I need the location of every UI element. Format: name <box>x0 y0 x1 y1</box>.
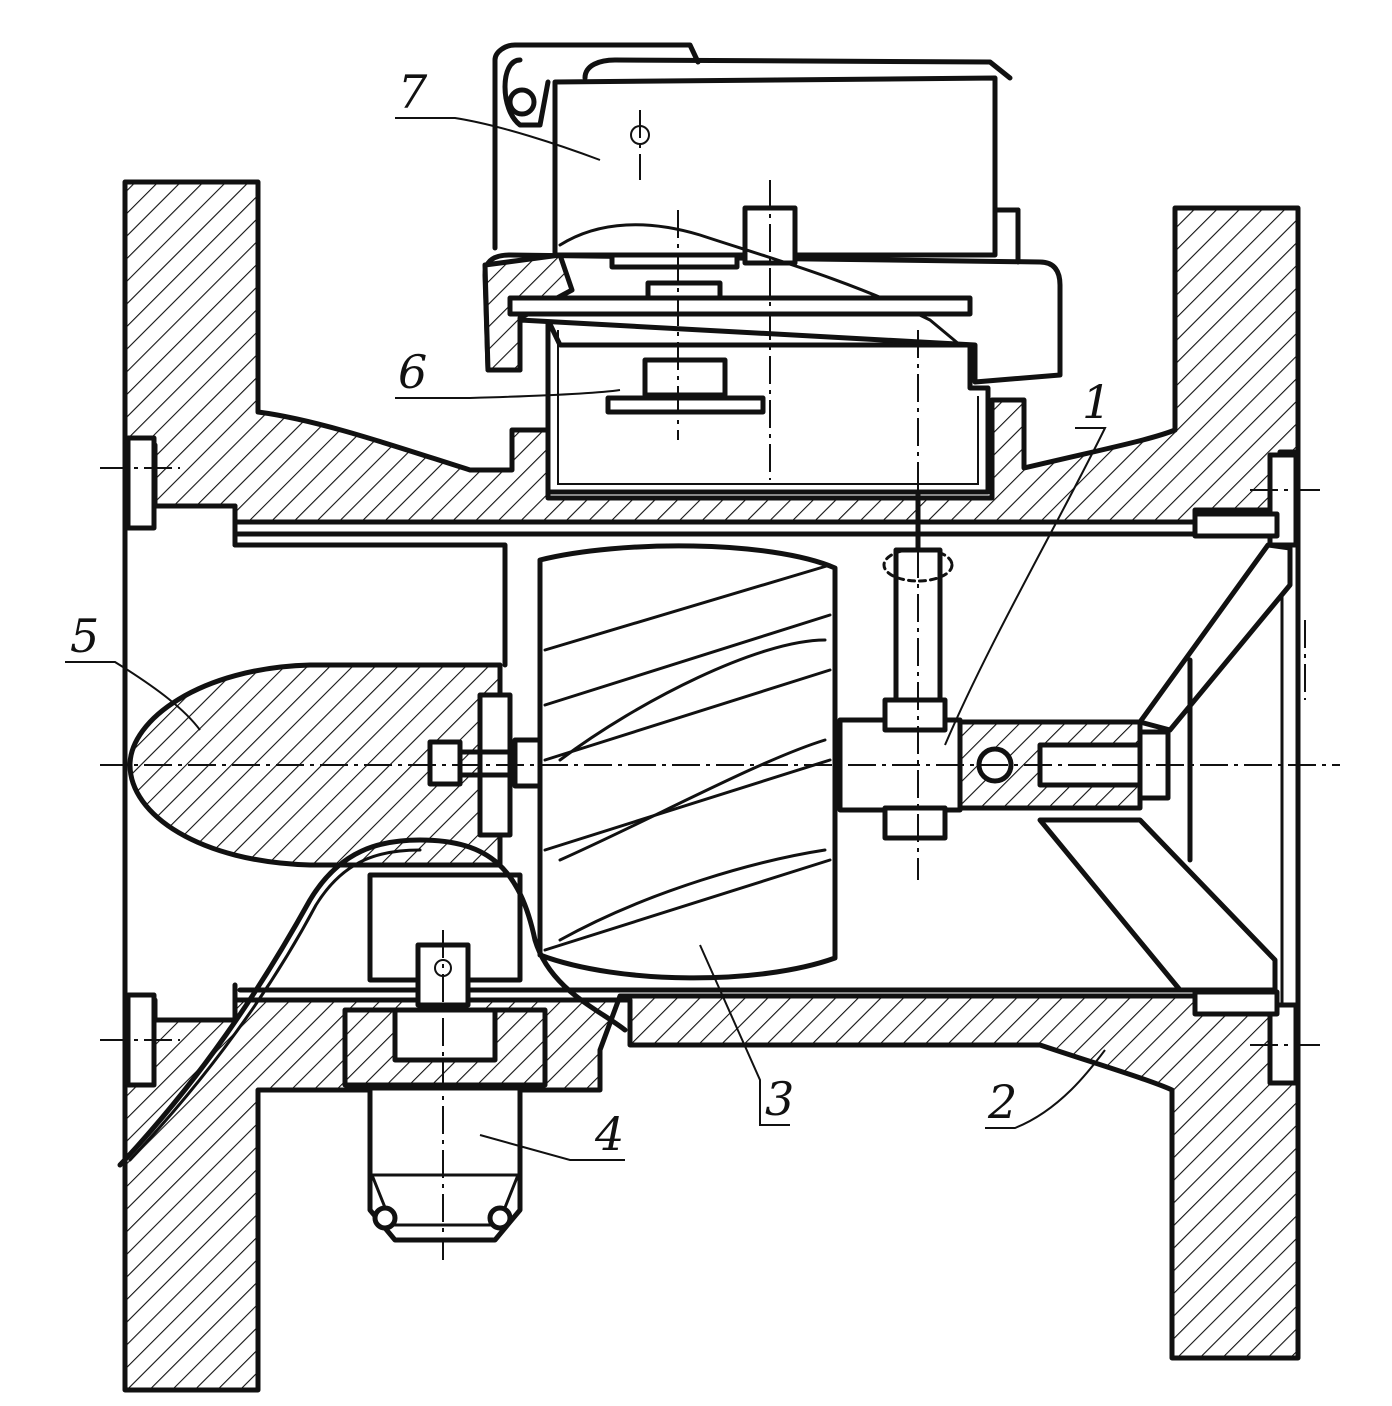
leader-1 <box>944 427 1107 746</box>
hinge-pin <box>507 87 537 117</box>
leader-6 <box>395 389 621 399</box>
callout-1: 1 <box>1082 375 1111 429</box>
impeller-drum <box>537 543 838 981</box>
left-flange-upper <box>122 179 1301 525</box>
blade-1 <box>543 563 832 652</box>
sensor-screw-right <box>487 1205 513 1231</box>
leader-4 <box>479 1134 625 1161</box>
sensor-cable <box>117 837 628 1168</box>
centerlines <box>100 180 1340 1260</box>
blade-3 <box>543 668 832 762</box>
leader-lines <box>65 117 1107 1161</box>
cutaway-line <box>558 223 962 347</box>
lower-gear <box>605 395 766 415</box>
inlet-bore-lower <box>152 982 238 1023</box>
flow-straightener <box>1037 511 1293 1017</box>
strut-pad-top <box>1192 511 1280 539</box>
blade-5 <box>543 858 832 952</box>
left-flange-lower <box>122 993 1301 1393</box>
strut-upper <box>1137 542 1293 733</box>
blade-curve-1 <box>558 638 827 762</box>
blade-curve-3 <box>558 848 827 942</box>
callouts: 7 6 1 5 3 4 2 <box>70 65 1111 1161</box>
lid-hinge-arm <box>492 42 701 251</box>
register-plate <box>507 295 973 317</box>
leader-5 <box>65 661 201 731</box>
turbine-impeller <box>537 543 838 981</box>
pickup-sensor <box>117 837 628 1243</box>
callout-5: 5 <box>70 609 99 663</box>
register-base <box>482 252 1063 385</box>
callout-2: 2 <box>987 1075 1017 1129</box>
leader-3 <box>699 944 790 1126</box>
gear-cup-inner <box>557 330 979 485</box>
strut-lower <box>1037 817 1278 993</box>
gear-chamber <box>545 317 991 495</box>
strut-pad-bottom <box>1192 989 1280 1017</box>
pickup-socket <box>392 1007 498 1063</box>
inlet-bore-upper <box>152 503 508 668</box>
register-head <box>482 42 1063 385</box>
cover-lid-top <box>582 57 1013 81</box>
upper-gear <box>609 252 740 270</box>
inlet-cone <box>127 662 503 868</box>
cone-nut-left <box>427 739 463 787</box>
blade-4 <box>543 758 832 852</box>
leader-7 <box>395 117 601 161</box>
hinge-knuckle <box>502 57 551 128</box>
bearing-cap-top <box>882 697 948 733</box>
blade-2 <box>543 613 832 707</box>
bolt-upper-left <box>125 435 157 531</box>
bearing-cap-bottom <box>882 805 948 841</box>
callout-4: 4 <box>594 1107 624 1161</box>
sensor-housing <box>367 1085 523 1243</box>
sensor-screw-left <box>372 1205 398 1231</box>
register-cover <box>552 75 998 258</box>
callout-3: 3 <box>765 1072 794 1126</box>
sensor-cable-inner <box>128 848 422 1162</box>
lower-gear-hub <box>642 357 728 398</box>
leader-2 <box>985 1049 1106 1129</box>
callout-6: 6 <box>398 345 427 399</box>
callout-7: 7 <box>398 65 428 119</box>
cover-screw <box>630 125 650 145</box>
blade-curve-2 <box>558 738 827 862</box>
